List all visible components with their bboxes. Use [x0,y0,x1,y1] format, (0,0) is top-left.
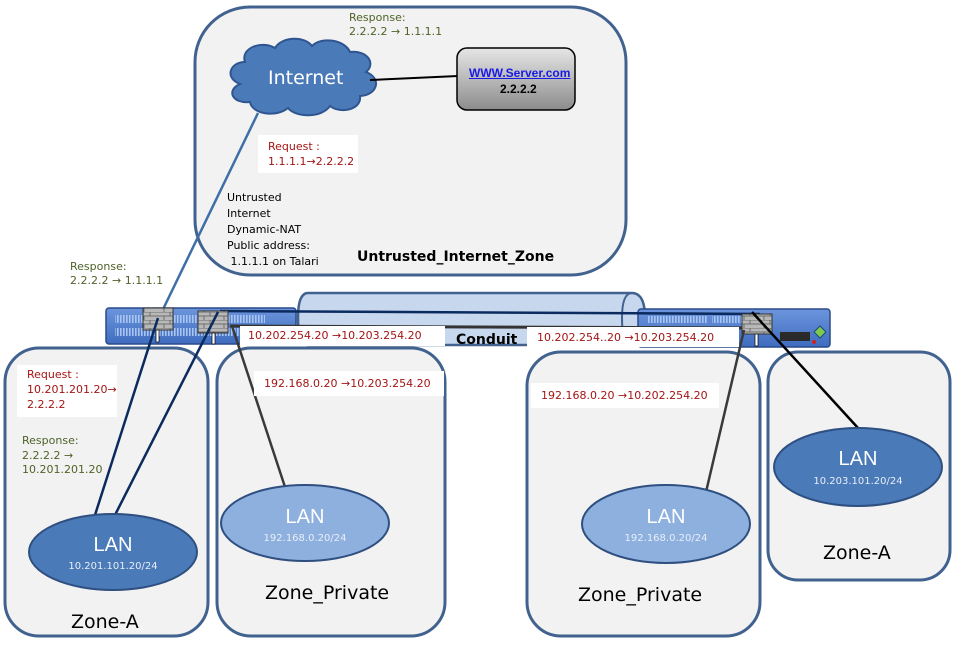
untrusted-request-label: Request : [268,140,320,153]
zone-a-response-flow-2: 10.201.201.20 [22,463,103,476]
note-line: Public address: [227,239,310,252]
untrusted-request-flow: 1.1.1.1→2.2.2.2 [268,155,355,168]
lan-zone-private-right[interactable] [581,484,751,564]
zone-private-left-flow-box [254,371,444,396]
zone-a-right-link [751,311,859,429]
note-line: Untrusted [227,191,282,204]
request-box-untrusted [258,135,358,173]
conduit-left-flow-box [240,326,445,346]
conduit-label: Conduit [456,332,518,348]
conduit-right-flow: 10.202.254..20 →10.203.254.20 [537,331,715,344]
zone-private-left-flow: 192.168.0.20 →10.203.254.20 [264,377,431,390]
zone-title: Zone-A [71,611,139,633]
lan-subnet: 192.168.0.20/24 [624,533,708,544]
zone-title: Zone-A [823,542,891,564]
lan-label: LAN [93,534,133,556]
zone-title: Zone_Private [578,584,703,606]
conduit-left-flow: 10.202.254.20 →10.203.254.20 [248,329,422,342]
lan-label: LAN [838,448,878,470]
lan-subnet: 10.203.101.20/24 [813,476,903,487]
untrusted-response-label: Response: [349,11,406,24]
untrusted-notes: Untrusted Internet Dynamic-NAT Public ad… [227,190,319,270]
zone-private-right-link [704,329,746,493]
zone-a-request-flow-2: 2.2.2.2 [27,398,66,411]
lan-zone-private-left[interactable] [220,484,390,562]
zone-private-left-link [230,325,287,488]
server-box[interactable] [456,47,576,111]
lan-label: LAN [646,506,686,528]
server-name-link[interactable]: WWW.Server.com [469,66,571,80]
firewall-icon-3 [741,313,773,347]
zone-private-right-flow: 192.168.0.20 →10.202.254.20 [541,389,708,402]
zone-a-request-box [17,365,117,417]
conduit-right-flow-box [527,327,739,347]
zone-private-right-flow-box [531,383,719,408]
outer-response-label: Response: [70,260,127,273]
note-line: 1.1.1.1 on Talari [227,255,319,268]
lan-zone-a-left[interactable] [28,513,198,591]
untrusted-response-flow: 2.2.2.2 → 1.1.1.1 [349,25,443,38]
lan-subnet: 10.201.101.20/24 [68,561,158,572]
outer-response-flow: 2.2.2.2 → 1.1.1.1 [70,274,164,287]
untrusted-zone-title: Untrusted_Internet_Zone [357,249,555,265]
zone-a-request-flow-1: 10.201.201.20→ [27,383,117,396]
zone-a-response-label: Response: [22,434,79,447]
internet-uplink [151,112,260,331]
server-ip: 2.2.2.2 [500,82,537,96]
zone-a-request-label: Request : [27,368,79,381]
note-line: Internet [227,207,271,220]
lan-zone-a-right[interactable] [773,427,943,507]
lan-label: LAN [285,506,325,528]
internet-server-link [369,75,459,81]
internet-cloud-icon [229,37,377,117]
note-line: Dynamic-NAT [227,223,302,236]
zone-title: Zone_Private [265,582,390,604]
lan-subnet: 192.168.0.20/24 [263,533,347,544]
internet-label: Internet [268,67,344,89]
zone-a-left-link-1 [93,317,160,516]
zone-a-left-link-2 [113,311,220,516]
conduit-tunnel-line [219,309,761,316]
zone-a-response-flow-1: 2.2.2.2 → [22,449,74,462]
status-led-icon [812,325,827,344]
